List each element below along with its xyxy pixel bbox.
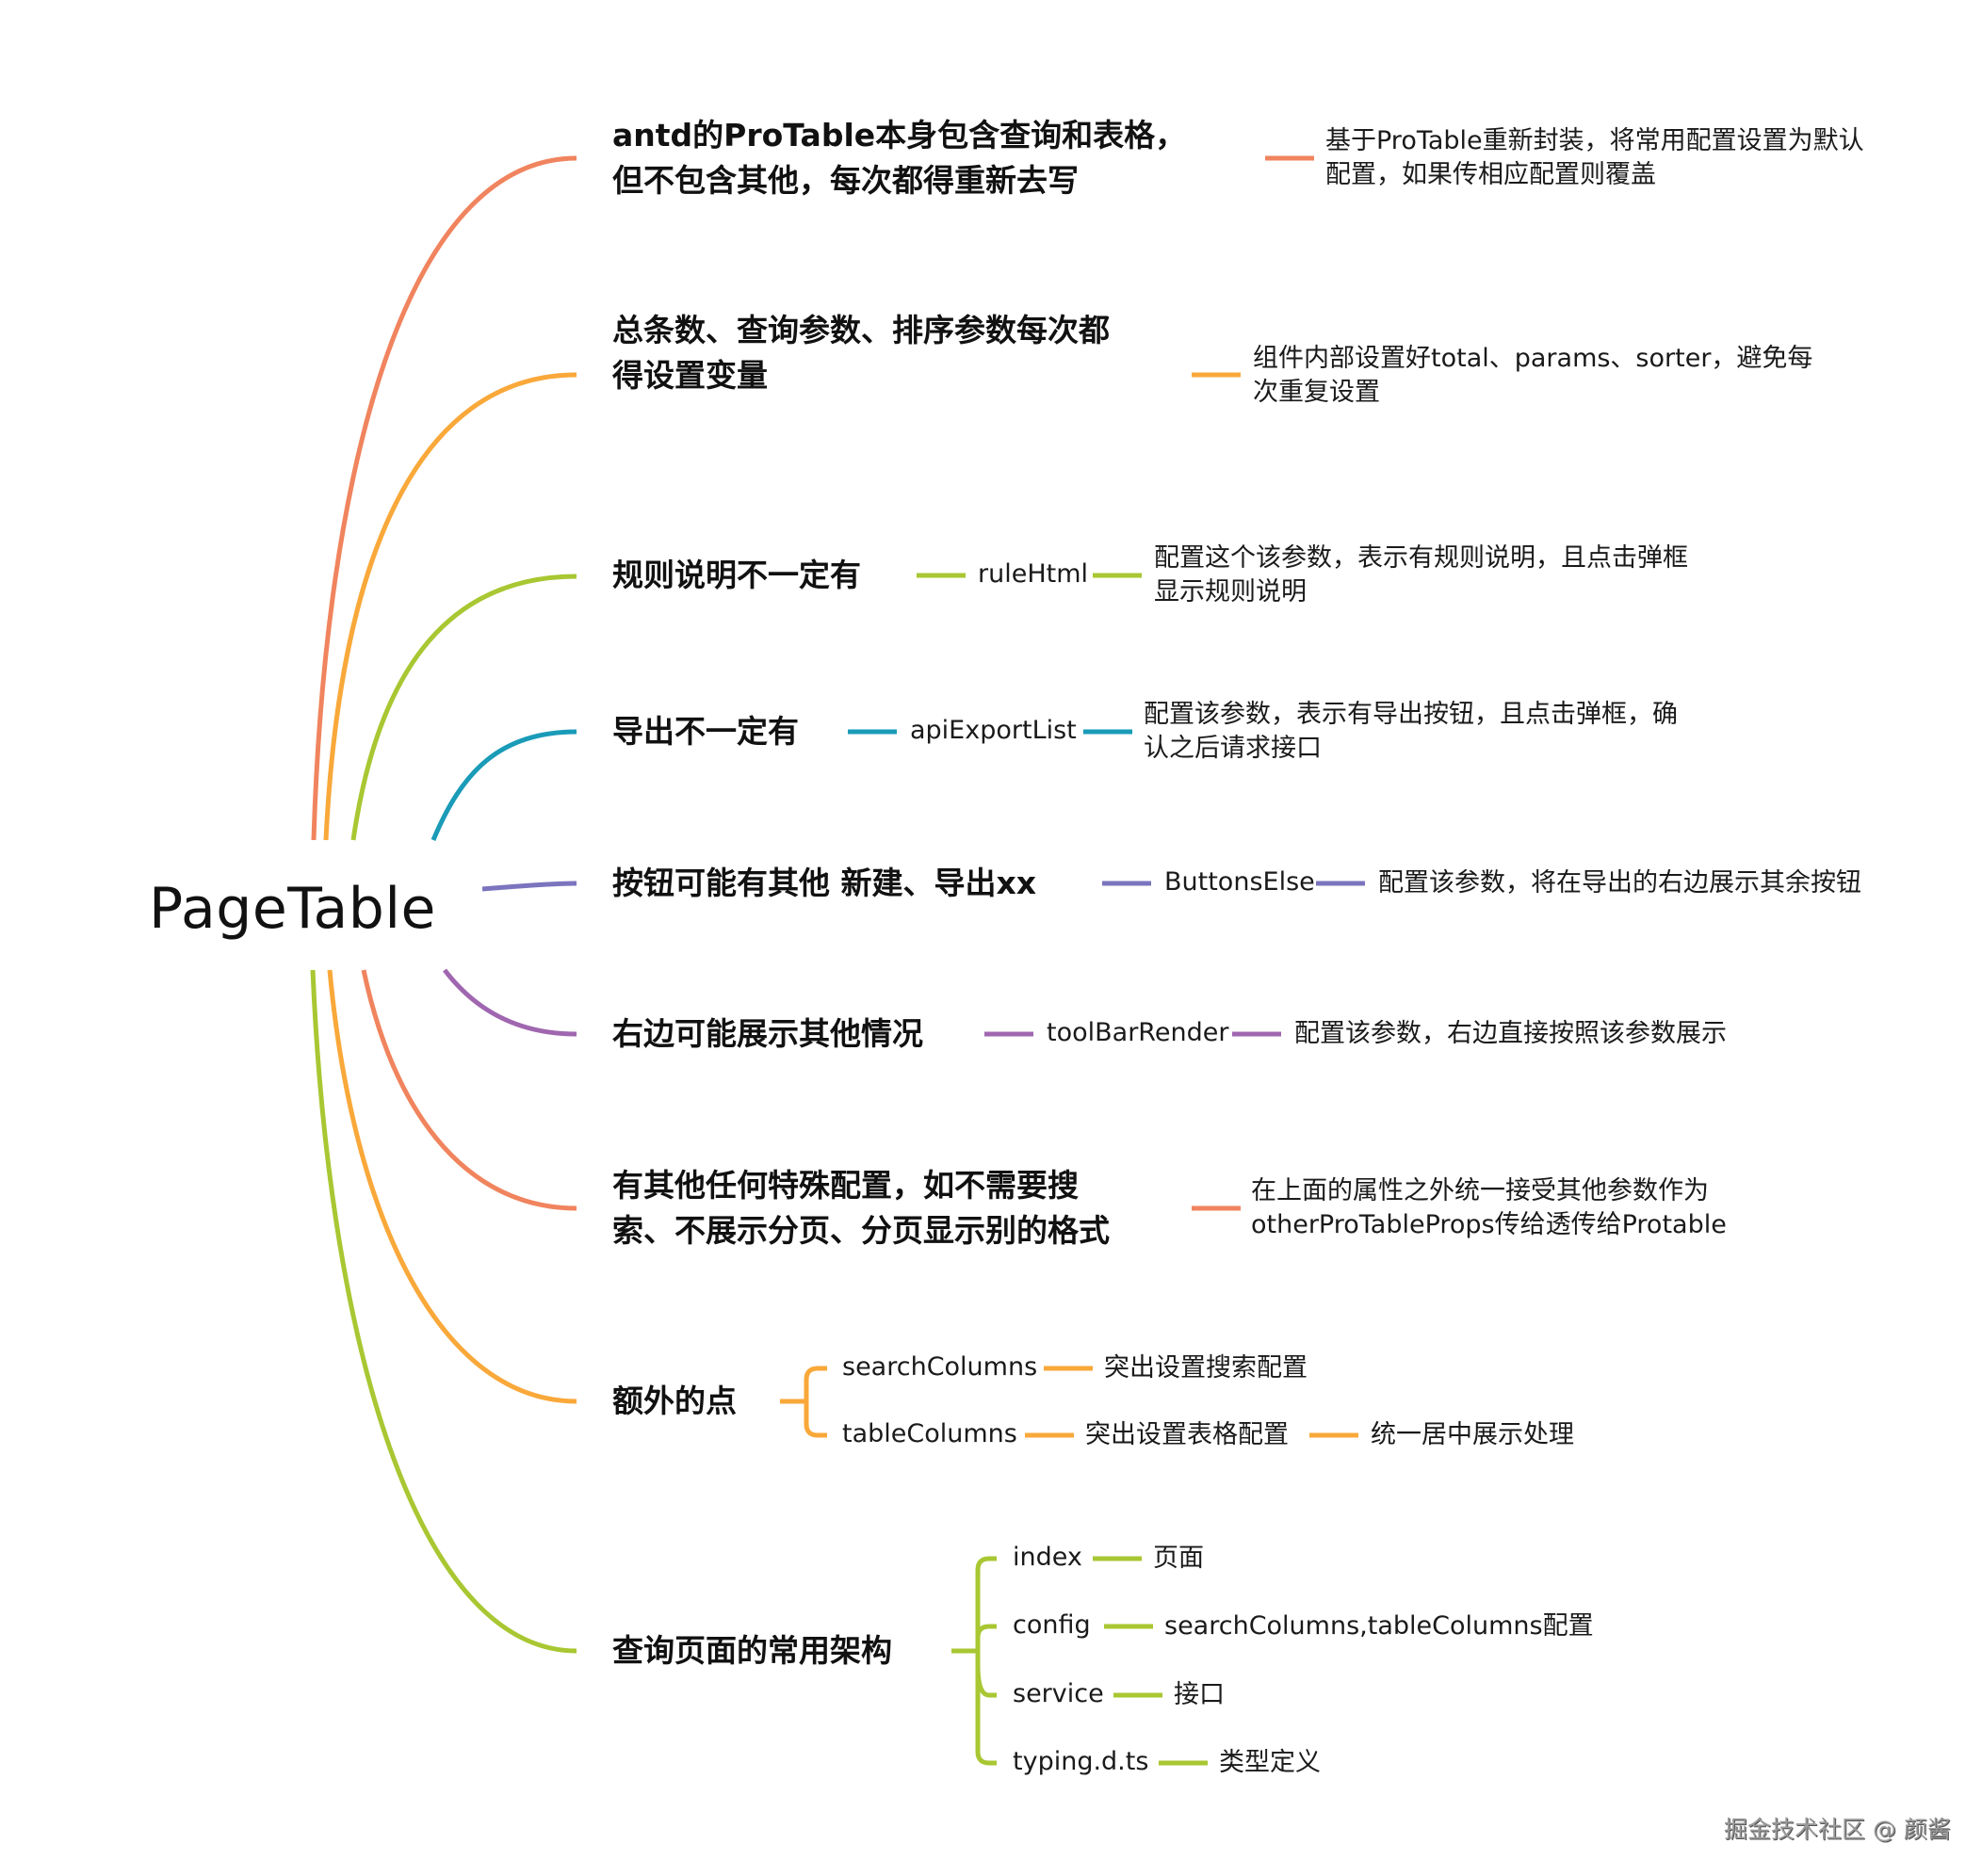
link-branch-7 <box>361 969 577 1211</box>
branch-9-child-4-label[interactable]: typing.d.ts <box>1013 1747 1149 1776</box>
branch-2-note-line-1: 组件内部设置好total、params、sorter，避免每 <box>1253 344 1813 373</box>
link-branch-3 <box>350 574 577 841</box>
branch-9-child-2-label[interactable]: config <box>1013 1610 1091 1640</box>
branch-4-note-line-2: 认之后请求接口 <box>1144 734 1322 763</box>
branch-2-note[interactable]: 组件内部设置好total、params、sorter，避免每 次重复设置 <box>1253 342 1812 410</box>
branch-6-note[interactable]: 配置该参数，右边直接按照该参数展示 <box>1294 1019 1727 1048</box>
branch-7-title[interactable]: 有其他任何特殊配置，如不需要搜 索、不展示分页、分页显示别的格式 <box>612 1163 1110 1253</box>
branch-9-child-1-note[interactable]: 页面 <box>1153 1544 1204 1573</box>
branch-1-title-line-2: 但不包含其他，每次都得重新去写 <box>612 162 1079 199</box>
branch-1-note-line-1: 基于ProTable重新封装，将常用配置设置为默认 <box>1325 126 1864 155</box>
branch-1-note[interactable]: 基于ProTable重新封装，将常用配置设置为默认 配置，如果传相应配置则覆盖 <box>1325 124 1864 192</box>
branch-9-child-3-label[interactable]: service <box>1013 1679 1104 1708</box>
branch-4-note[interactable]: 配置该参数，表示有导出按钮，且点击弹框，确 认之后请求接口 <box>1144 698 1678 766</box>
branch-8-title[interactable]: 额外的点 <box>612 1383 737 1419</box>
branch-2-title-line-1: 总条数、查询参数、排序参数每次都 <box>612 312 1110 348</box>
branch-8-child-1-label[interactable]: searchColumns <box>842 1352 1038 1382</box>
link-branch-5 <box>481 881 577 892</box>
branch-9-child-3-note[interactable]: 接口 <box>1174 1680 1225 1709</box>
branch-9-child-4-note[interactable]: 类型定义 <box>1219 1748 1321 1777</box>
branch-3-param[interactable]: ruleHtml <box>978 559 1089 589</box>
branch-9-title[interactable]: 查询页面的常用架构 <box>612 1632 892 1669</box>
branch-2-note-line-2: 次重复设置 <box>1253 378 1380 407</box>
branch-8-child-2-note[interactable]: 突出设置表格配置 <box>1085 1420 1289 1449</box>
branch-7-note-line-1: 在上面的属性之外统一接受其他参数作为 <box>1251 1176 1709 1205</box>
link-branch-4 <box>431 729 577 841</box>
branch-3-title[interactable]: 规则说明不一定有 <box>612 557 861 593</box>
branch-3-note[interactable]: 配置这个该参数，表示有规则说明，且点击弹框 显示规则说明 <box>1154 542 1688 609</box>
branch-8-child-2-label[interactable]: tableColumns <box>842 1419 1017 1448</box>
branch-9-child-1-label[interactable]: index <box>1013 1543 1082 1572</box>
branch-5-note[interactable]: 配置该参数，将在导出的右边展示其余按钮 <box>1378 868 1861 898</box>
branch-6-param[interactable]: toolBarRender <box>1047 1018 1229 1047</box>
branch-2-title-line-2: 得设置变量 <box>612 357 768 394</box>
branch-5-param[interactable]: ButtonsElse <box>1164 867 1315 897</box>
branch-1-title-line-1: antd的ProTable本身包含查询和表格， <box>612 117 1187 154</box>
link-branch-1 <box>311 155 577 841</box>
branch-8-child-1-note[interactable]: 突出设置搜索配置 <box>1104 1353 1308 1383</box>
root-node[interactable]: PageTable <box>149 876 436 942</box>
branch-1-note-line-2: 配置，如果传相应配置则覆盖 <box>1325 160 1656 189</box>
branch-7-note[interactable]: 在上面的属性之外统一接受其他参数作为 otherProTableProps传给透… <box>1251 1174 1727 1242</box>
branch-4-title[interactable]: 导出不一定有 <box>612 713 799 750</box>
link-branch-9 <box>310 969 577 1654</box>
branch-3-note-line-2: 显示规则说明 <box>1154 577 1307 606</box>
branch-5-title[interactable]: 按钮可能有其他 新建、导出xx <box>612 865 1037 901</box>
watermark: 掘金技术社区 @ 颜酱 <box>1724 1816 1951 1843</box>
branch-4-note-line-1: 配置该参数，表示有导出按钮，且点击弹框，确 <box>1144 700 1678 729</box>
branch-2-title[interactable]: 总条数、查询参数、排序参数每次都 得设置变量 <box>612 308 1110 398</box>
branch-8-child-2-extra[interactable]: 统一居中展示处理 <box>1371 1420 1574 1449</box>
link-branch-2 <box>323 372 577 841</box>
branch-7-title-line-2: 索、不展示分页、分页显示别的格式 <box>612 1212 1110 1249</box>
branch-7-title-line-1: 有其他任何特殊配置，如不需要搜 <box>612 1167 1079 1204</box>
branch-6-title[interactable]: 右边可能展示其他情况 <box>612 1015 923 1052</box>
branch-4-param[interactable]: apiExportList <box>910 716 1077 745</box>
branch-7-note-line-2: otherProTableProps传给透传给Protable <box>1251 1210 1727 1239</box>
link-branch-6 <box>443 968 577 1037</box>
link-branch-8 <box>327 969 577 1404</box>
branch-9-child-2-note[interactable]: searchColumns,tableColumns配置 <box>1164 1611 1594 1641</box>
branch-1-title[interactable]: antd的ProTable本身包含查询和表格， 但不包含其他，每次都得重新去写 <box>612 113 1186 203</box>
branch-3-note-line-1: 配置这个该参数，表示有规则说明，且点击弹框 <box>1154 543 1688 573</box>
